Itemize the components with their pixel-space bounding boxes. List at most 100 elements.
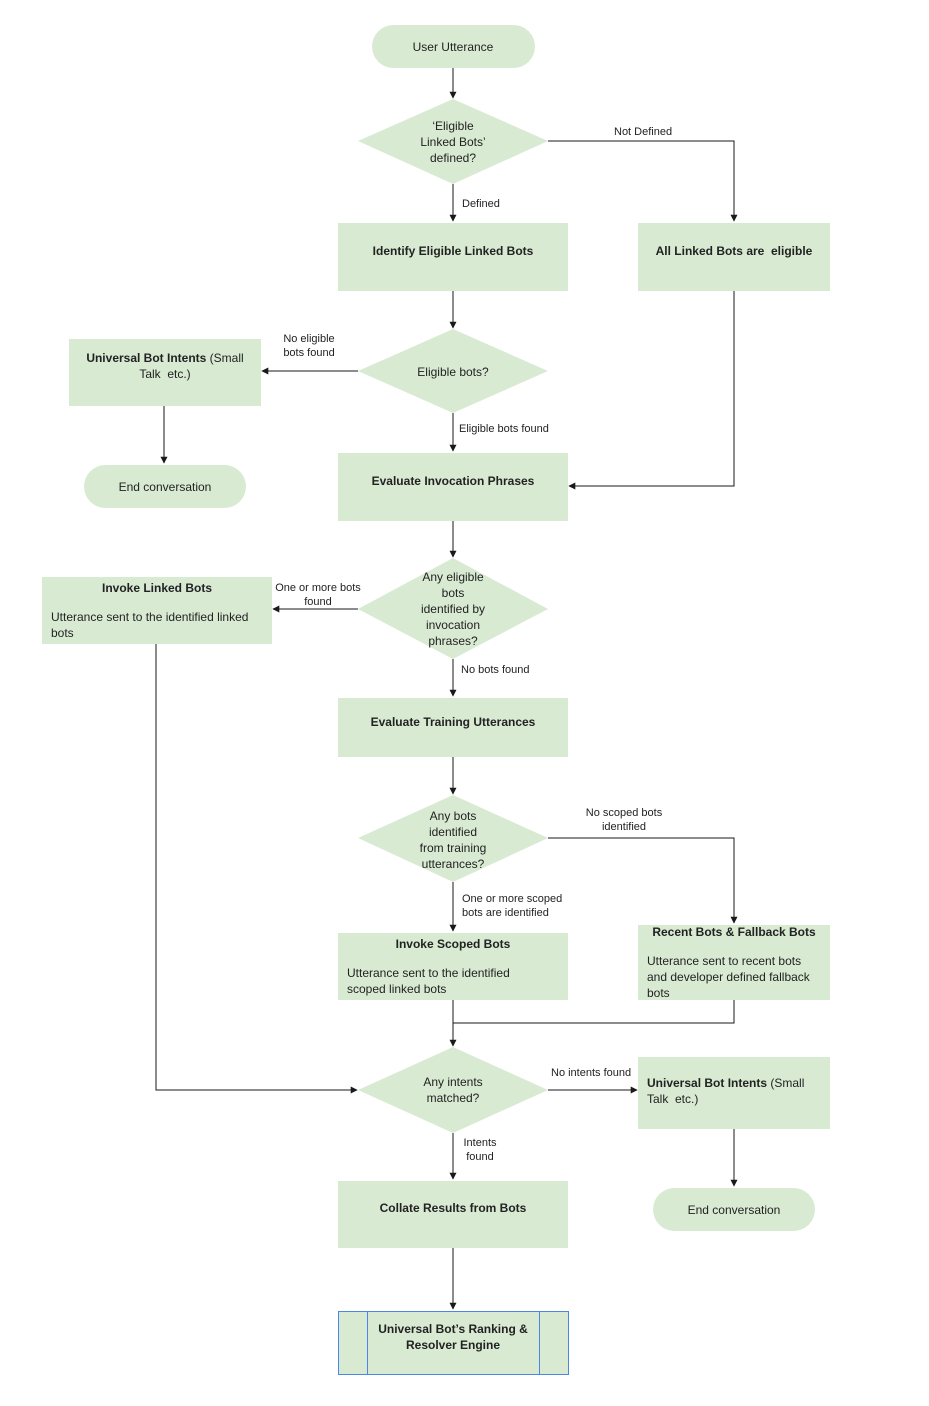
predefined-process-shape (338, 1311, 569, 1375)
node-text-2: Talk etc.) (139, 367, 190, 381)
label-one-or-more-scoped-2: bots are identified (462, 907, 549, 919)
node-body-3: bots (647, 986, 670, 1000)
node-body-2: and developer defined fallback (647, 970, 811, 984)
node-invoke-linked: Invoke Linked Bots Utterance sent to the… (42, 577, 272, 644)
process-shape (338, 698, 568, 757)
process-shape (338, 223, 568, 291)
node-invoke-scoped: Invoke Scoped Bots Utterance sent to the… (338, 933, 568, 1000)
node-collate-results: Collate Results from Bots (338, 1181, 568, 1248)
node-text-1: Universal Bot Intents (Small (86, 351, 243, 365)
decision-shape (358, 558, 548, 659)
node-text-3: identified by (421, 602, 485, 616)
node-any-bots-training-decision: Any bots identified from training uttera… (358, 795, 548, 882)
node-text: Identify Eligible Linked Bots (373, 244, 534, 258)
edge-all-eligible-to-evaluate (568, 291, 735, 490)
node-text: Eligible bots? (417, 365, 489, 379)
node-all-linked-eligible: All Linked Bots are eligible (638, 223, 830, 291)
node-text-2: Linked Bots’ (420, 135, 485, 149)
node-universal-intents-2: Universal Bot Intents (Small Talk etc.) (638, 1057, 830, 1129)
process-shape (338, 1181, 568, 1248)
label-eligible-found: Eligible bots found (459, 423, 549, 435)
node-text: Evaluate Invocation Phrases (372, 474, 535, 488)
label-no-eligible-2: bots found (283, 347, 334, 359)
node-text-4: utterances? (422, 857, 485, 871)
node-text: Collate Results from Bots (380, 1201, 527, 1215)
terminal-shape (372, 25, 535, 68)
node-text-1: ‘Eligible (432, 119, 474, 133)
node-text-1: Universal Bot’s Ranking & (378, 1322, 528, 1336)
edge-not-defined (548, 140, 738, 222)
node-text: All Linked Bots are eligible (656, 244, 813, 258)
label-intents-found-1: Intents (463, 1137, 497, 1149)
node-text-4: invocation (426, 618, 480, 632)
node-text: End conversation (119, 480, 212, 494)
node-universal-intents-1: Universal Bot Intents (Small Talk etc.) (69, 339, 261, 406)
node-title: Invoke Scoped Bots (396, 937, 511, 951)
process-shape (638, 925, 830, 1000)
label-intents-found-2: found (466, 1151, 494, 1163)
node-text-3: defined? (430, 151, 476, 165)
process-shape (338, 933, 568, 1000)
node-text-1: Any intents (423, 1075, 482, 1089)
node-title: Invoke Linked Bots (102, 581, 212, 595)
label-one-or-more-2: found (304, 596, 332, 608)
node-text-2: bots (442, 586, 465, 600)
process-shape (42, 577, 272, 644)
node-text: End conversation (688, 1203, 781, 1217)
node-recent-fallback: Recent Bots & Fallback Bots Utterance se… (638, 925, 830, 1000)
edge-linked-to-intents-q (155, 644, 358, 1094)
node-body-1: Utterance sent to recent bots (647, 954, 801, 968)
decision-shape (358, 795, 548, 882)
node-body-2: bots (51, 626, 74, 640)
decision-shape (358, 1047, 548, 1133)
node-end-conversation-1: End conversation (84, 465, 246, 508)
label-no-intents: No intents found (551, 1067, 631, 1079)
process-shape (638, 1057, 830, 1129)
edge-labels: Not Defined Defined No eligible bots fou… (275, 126, 672, 1163)
node-text-2: identified (429, 825, 477, 839)
node-text-1: Any eligible (422, 570, 484, 584)
process-shape (338, 453, 568, 521)
node-text-2: matched? (427, 1091, 480, 1105)
node-end-conversation-2: End conversation (653, 1188, 815, 1231)
edge-no-scoped (548, 837, 738, 924)
node-any-intents-decision: Any intents matched? (358, 1047, 548, 1133)
node-text-3: from training (420, 841, 487, 855)
node-any-eligible-decision: Any eligible bots identified by invocati… (358, 558, 548, 659)
node-body-2: scoped linked bots (347, 982, 446, 996)
node-text-1: Any bots (430, 809, 477, 823)
node-body-1: Utterance sent to the identified linked (51, 610, 248, 624)
decision-shape (358, 99, 548, 184)
process-shape (69, 339, 261, 406)
node-evaluate-invocation: Evaluate Invocation Phrases (338, 453, 568, 521)
node-title: Recent Bots & Fallback Bots (652, 925, 816, 939)
process-shape (638, 223, 830, 291)
edge-fallback-merge (453, 1000, 735, 1024)
node-text-5: phrases? (428, 634, 478, 648)
node-text-2: Resolver Engine (406, 1338, 500, 1352)
node-body-1: Utterance sent to the identified (347, 966, 510, 980)
node-text-2: Talk etc.) (647, 1092, 698, 1106)
node-text: Evaluate Training Utterances (371, 715, 536, 729)
label-no-scoped-2: identified (602, 821, 646, 833)
label-no-bots-found: No bots found (461, 664, 530, 676)
decision-shape (358, 329, 548, 413)
label-no-scoped-1: No scoped bots (586, 807, 663, 819)
node-user-utterance: User Utterance (372, 25, 535, 68)
node-evaluate-training: Evaluate Training Utterances (338, 698, 568, 757)
node-eligible-bots-decision: Eligible bots? (358, 329, 548, 413)
edges (155, 68, 738, 1310)
node-text: User Utterance (413, 40, 494, 54)
label-defined: Defined (462, 198, 500, 210)
terminal-shape (84, 465, 246, 508)
node-text-1: Universal Bot Intents (Small (647, 1076, 804, 1090)
node-ranking-engine: Universal Bot’s Ranking & Resolver Engin… (338, 1311, 569, 1375)
label-one-or-more-scoped-1: One or more scoped (462, 893, 562, 905)
label-one-or-more-1: One or more bots (275, 582, 361, 594)
node-eligible-defined-decision: ‘Eligible Linked Bots’ defined? (358, 99, 548, 184)
terminal-shape (653, 1188, 815, 1231)
label-no-eligible-1: No eligible (283, 333, 334, 345)
label-not-defined: Not Defined (614, 126, 672, 138)
node-identify-eligible: Identify Eligible Linked Bots (338, 223, 568, 291)
